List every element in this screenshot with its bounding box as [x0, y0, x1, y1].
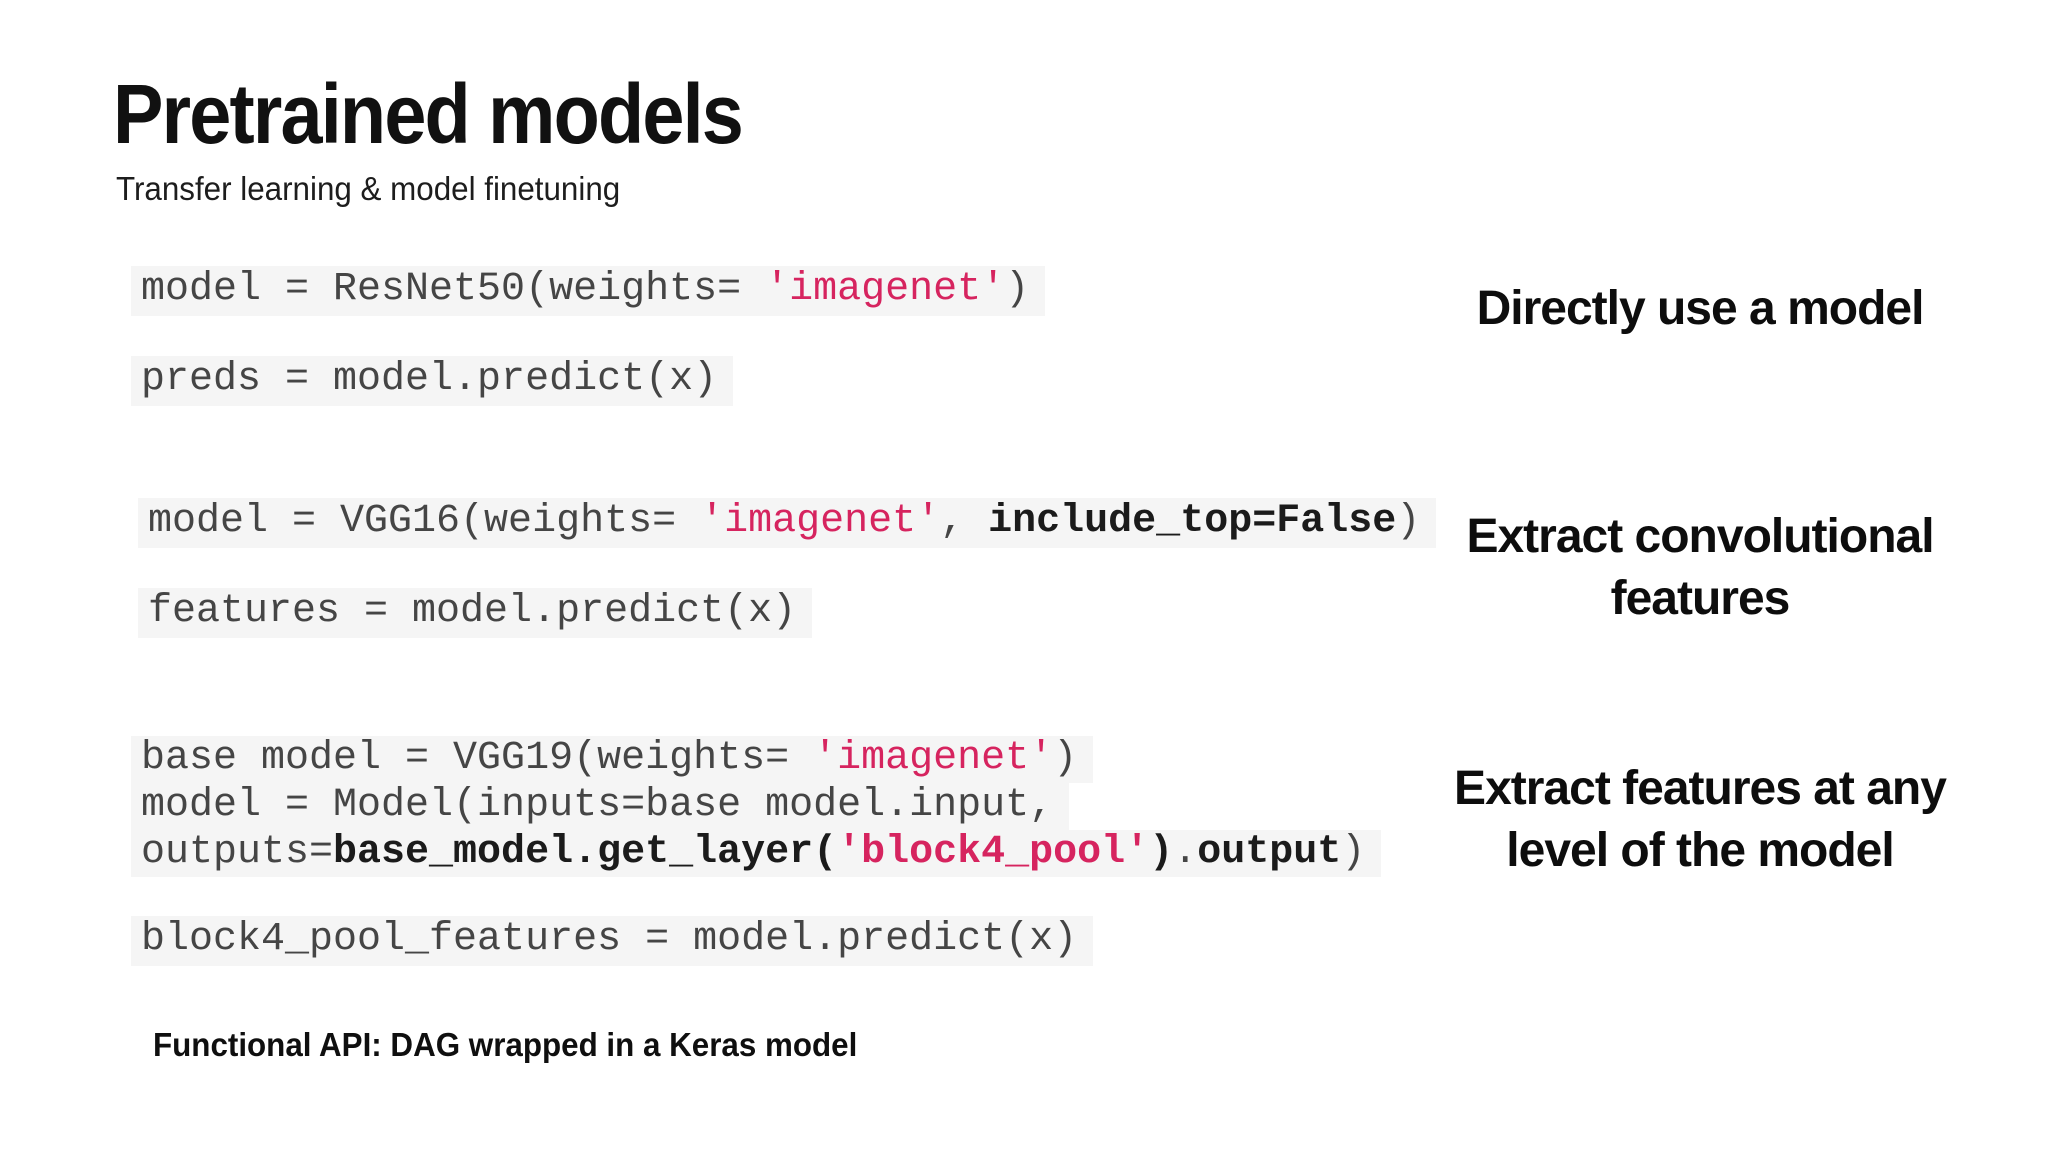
code-line: block4_pool_features = model.predict(x): [131, 916, 1094, 966]
page-title: Pretrained models: [113, 67, 744, 161]
code-segment: features = model.predict(x): [148, 589, 797, 634]
code-segment: ): [1005, 267, 1030, 312]
code-segment: base_model.get_layer(: [333, 830, 838, 875]
annotation-line: level of the model: [1506, 824, 1894, 877]
code-segment: model = Model(inputs=base model.input,: [141, 783, 1054, 828]
code-segment: 'imagenet': [765, 267, 1006, 312]
annotation-line: Extract features at any: [1454, 762, 1947, 815]
code-segment: output: [1197, 830, 1342, 875]
code-segment: ): [1341, 830, 1366, 875]
code-segment: 'imagenet': [813, 736, 1054, 781]
code-segment: model = ResNet50(weights=: [141, 267, 766, 312]
code-line-highlight: base model = VGG19(weights= 'imagenet'): [131, 736, 1094, 783]
annotation-line: Directly use a model: [1476, 282, 1925, 335]
code-line: model = ResNet50(weights= 'imagenet'): [131, 266, 1046, 316]
code-segment: outputs=: [141, 830, 334, 875]
code-line-highlight: model = ResNet50(weights= 'imagenet'): [131, 266, 1046, 316]
code-block-conv-features: model = VGG16(weights= 'imagenet', inclu…: [138, 498, 1437, 638]
code-line-highlight: block4_pool_features = model.predict(x): [131, 916, 1094, 966]
footer-note: Functional API: DAG wrapped in a Keras m…: [153, 1026, 858, 1063]
code-line-highlight: preds = model.predict(x): [131, 356, 734, 406]
code-segment: base model = VGG19(weights=: [141, 736, 814, 781]
code-line-highlight: model = VGG16(weights= 'imagenet', inclu…: [138, 498, 1437, 548]
page-subtitle: Transfer learning & model finetuning: [116, 170, 621, 207]
code-line: model = Model(inputs=base model.input,: [131, 783, 1070, 830]
annotation-directly-use: Directly use a model: [1385, 278, 2015, 340]
code-line: features = model.predict(x): [138, 588, 813, 638]
code-line-highlight: outputs=base_model.get_layer('block4_poo…: [131, 830, 1382, 877]
code-segment: 'imagenet': [700, 499, 941, 544]
code-segment: .: [1173, 830, 1198, 875]
code-segment: preds = model.predict(x): [141, 357, 718, 402]
code-line: outputs=base_model.get_layer('block4_poo…: [131, 830, 1382, 877]
code-segment: model = VGG16(weights=: [148, 499, 701, 544]
code-line: model = VGG16(weights= 'imagenet', inclu…: [138, 498, 1437, 548]
code-segment: ): [1053, 736, 1078, 781]
code-segment: ): [1149, 830, 1174, 875]
code-line-highlight: features = model.predict(x): [138, 588, 813, 638]
annotation-line: features: [1610, 572, 1791, 625]
annotation-extract-any-level: Extract features at any level of the mode…: [1385, 758, 2015, 882]
code-block-direct-use: model = ResNet50(weights= 'imagenet') pre…: [131, 266, 1046, 406]
code-line: preds = model.predict(x): [131, 356, 734, 406]
code-segment: 'block4_pool': [837, 830, 1150, 875]
annotation-extract-conv: Extract convolutional features: [1385, 506, 2015, 630]
code-line-highlight: model = Model(inputs=base model.input,: [131, 783, 1070, 830]
code-segment: ,: [940, 499, 989, 544]
code-block-predict-features: block4_pool_features = model.predict(x): [131, 916, 1094, 966]
code-line: base model = VGG19(weights= 'imagenet'): [131, 736, 1094, 783]
code-segment: ): [1396, 499, 1421, 544]
code-segment: include_top=False: [988, 499, 1397, 544]
annotation-line: Extract convolutional: [1466, 510, 1934, 563]
code-block-any-level: base model = VGG19(weights= 'imagenet')m…: [131, 736, 1382, 877]
code-segment: block4_pool_features = model.predict(x): [141, 917, 1078, 962]
